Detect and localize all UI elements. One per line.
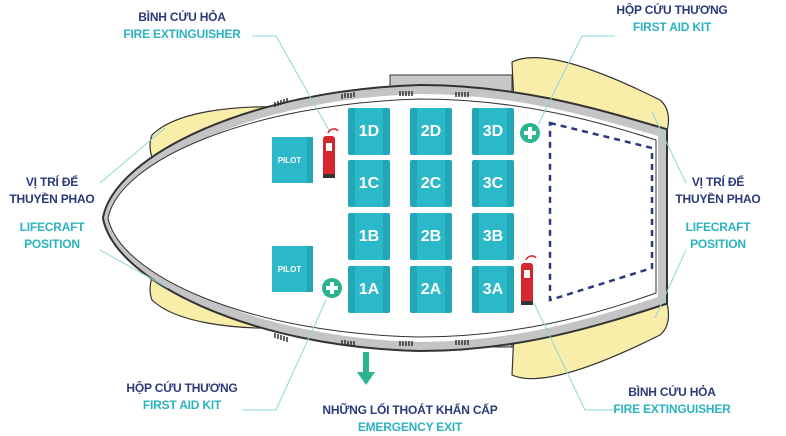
lifecraft-label-left: VỊ TRÍ ĐỂ THUYỀN PHAO LIFECRAFT POSITION bbox=[9, 174, 94, 253]
seat-2c: 2C bbox=[410, 160, 452, 207]
seat-1b: 1B bbox=[348, 213, 390, 260]
seat-2d: 2D bbox=[410, 108, 452, 155]
seat-2b: 2B bbox=[410, 213, 452, 260]
lifecraft-label-right: VỊ TRÍ ĐỂ THUYỀN PHAO LIFECRAFT POSITION bbox=[675, 174, 760, 253]
label-vi: HỘP CỨU THƯƠNG bbox=[616, 3, 728, 17]
pilot-seat: PILOT bbox=[272, 137, 313, 183]
label-en: LIFECRAFT bbox=[19, 220, 85, 234]
window-slots bbox=[274, 91, 469, 346]
label-vi: VỊ TRÍ ĐỂ bbox=[691, 175, 745, 189]
label-en: FIRE EXTINGUISHER bbox=[613, 402, 731, 416]
emergency-exit-arrow-icon bbox=[357, 352, 375, 385]
first-aid-label-bottom: HỘP CỨU THƯƠNG FIRST AID KIT bbox=[126, 380, 237, 414]
label-en: FIRE EXTINGUISHER bbox=[123, 27, 241, 41]
seat-3a: 3A bbox=[472, 266, 514, 313]
label-vi: HỘP CỨU THƯƠNG bbox=[126, 381, 238, 395]
leader-lines bbox=[99, 35, 687, 411]
label-en: FIRST AID KIT bbox=[632, 20, 712, 34]
seat-3d: 3D bbox=[472, 108, 514, 155]
label-en: EMERGENCY EXIT bbox=[357, 420, 463, 434]
label-en: LIFECRAFT bbox=[685, 220, 751, 234]
cargo-area-outline bbox=[548, 121, 654, 302]
fire-extinguisher-label-bottom: BÌNH CỨU HỎA FIRE EXTINGUISHER bbox=[613, 384, 730, 418]
label-en: POSITION bbox=[24, 237, 80, 251]
label-vi: BÌNH CỨU HỎA bbox=[628, 385, 716, 399]
emergency-exit-label: NHỮNG LỐI THOÁT KHẨN CẤP EMERGENCY EXIT bbox=[322, 402, 497, 436]
fire-extinguisher-icon-top bbox=[323, 128, 339, 178]
fire-extinguisher-icon-bottom bbox=[521, 255, 537, 305]
seat-3c: 3C bbox=[472, 160, 514, 207]
fire-extinguisher-label-top: BÌNH CỨU HỎA FIRE EXTINGUISHER bbox=[123, 9, 240, 43]
seat-1c: 1C bbox=[348, 160, 390, 207]
first-aid-icon-top bbox=[520, 123, 540, 143]
label-vi: NHỮNG LỐI THOÁT KHẨN CẤP bbox=[322, 403, 498, 417]
label-en: FIRST AID KIT bbox=[142, 398, 222, 412]
label-vi: THUYỀN PHAO bbox=[9, 192, 95, 206]
seat-1d: 1D bbox=[348, 108, 390, 155]
first-aid-icon-bottom bbox=[322, 278, 342, 298]
label-vi: THUYỀN PHAO bbox=[675, 192, 761, 206]
seat-3b: 3B bbox=[472, 213, 514, 260]
seat-2a: 2A bbox=[410, 266, 452, 313]
seat-1a: 1A bbox=[348, 266, 390, 313]
label-vi: BÌNH CỨU HỎA bbox=[138, 10, 226, 24]
label-vi: VỊ TRÍ ĐỂ bbox=[25, 175, 79, 189]
label-en: POSITION bbox=[690, 237, 746, 251]
first-aid-label-top: HỘP CỨU THƯƠNG FIRST AID KIT bbox=[616, 2, 727, 36]
pilot-seat: PILOT bbox=[272, 246, 313, 292]
